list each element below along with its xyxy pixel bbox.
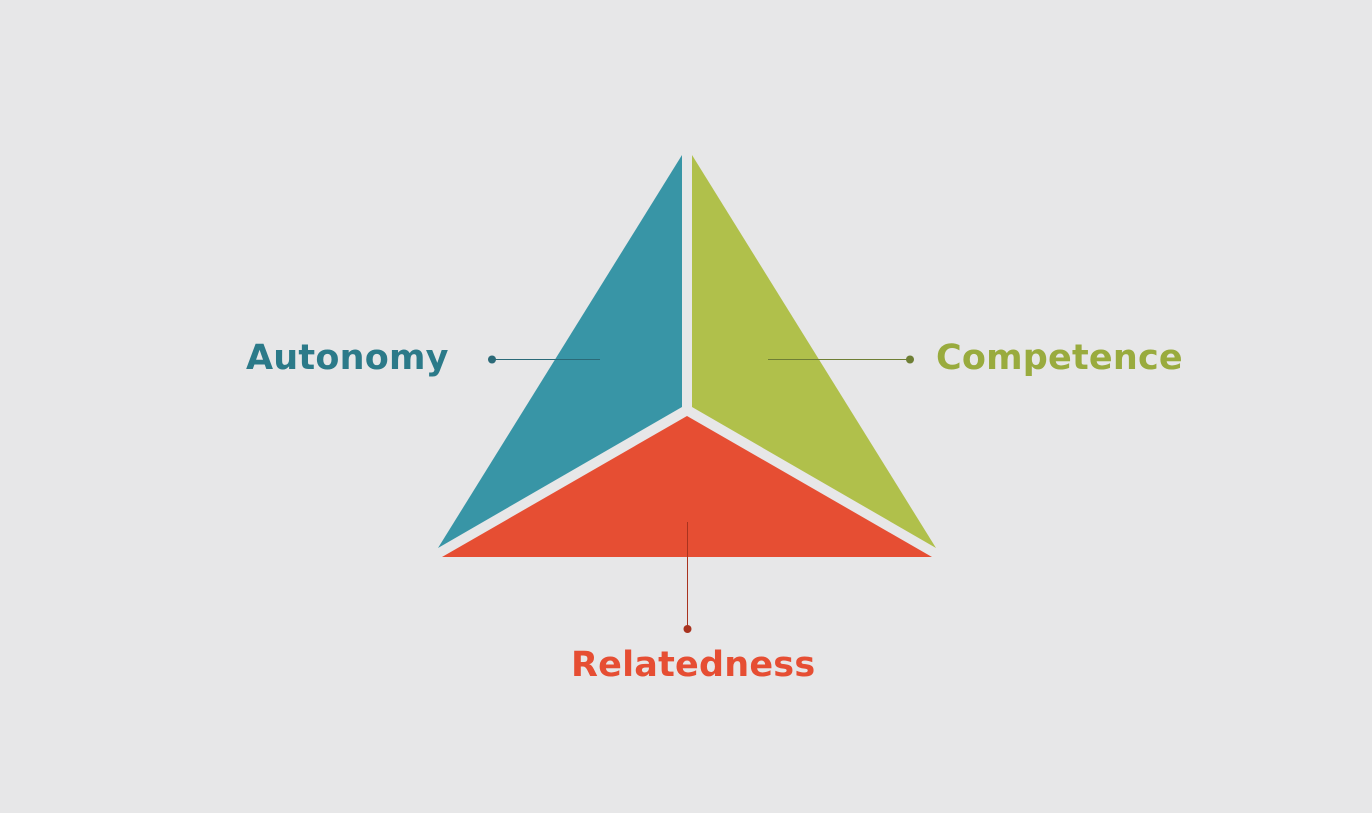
competence-segment [692, 155, 936, 548]
relatedness-segment [442, 416, 932, 557]
competence-leader-dot [906, 355, 914, 364]
relatedness-leader-dot [683, 625, 692, 633]
autonomy-leader-dot [488, 355, 496, 364]
relatedness-leader [683, 522, 692, 633]
autonomy-segment [438, 155, 682, 548]
competence-label: Competence [936, 338, 1183, 378]
relatedness-label: Relatedness [571, 645, 816, 685]
autonomy-leader [488, 355, 600, 364]
autonomy-label: Autonomy [246, 338, 449, 378]
competence-leader [768, 355, 914, 364]
